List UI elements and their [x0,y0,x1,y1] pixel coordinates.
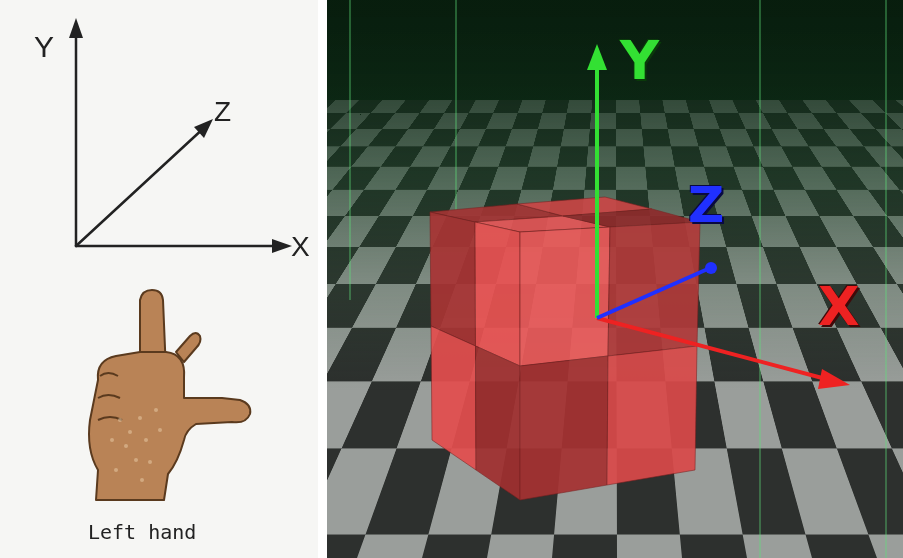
axis-label: Z [688,180,724,230]
hand-axes-illustration [0,0,318,558]
axis-label: X [291,233,310,261]
axis-label: Y [34,32,54,62]
axis-label: Z [214,98,231,126]
axis-label: Y [620,34,659,88]
left-panel [0,0,318,558]
hand-caption: Left hand [88,522,196,542]
axis-label: X [818,280,860,334]
